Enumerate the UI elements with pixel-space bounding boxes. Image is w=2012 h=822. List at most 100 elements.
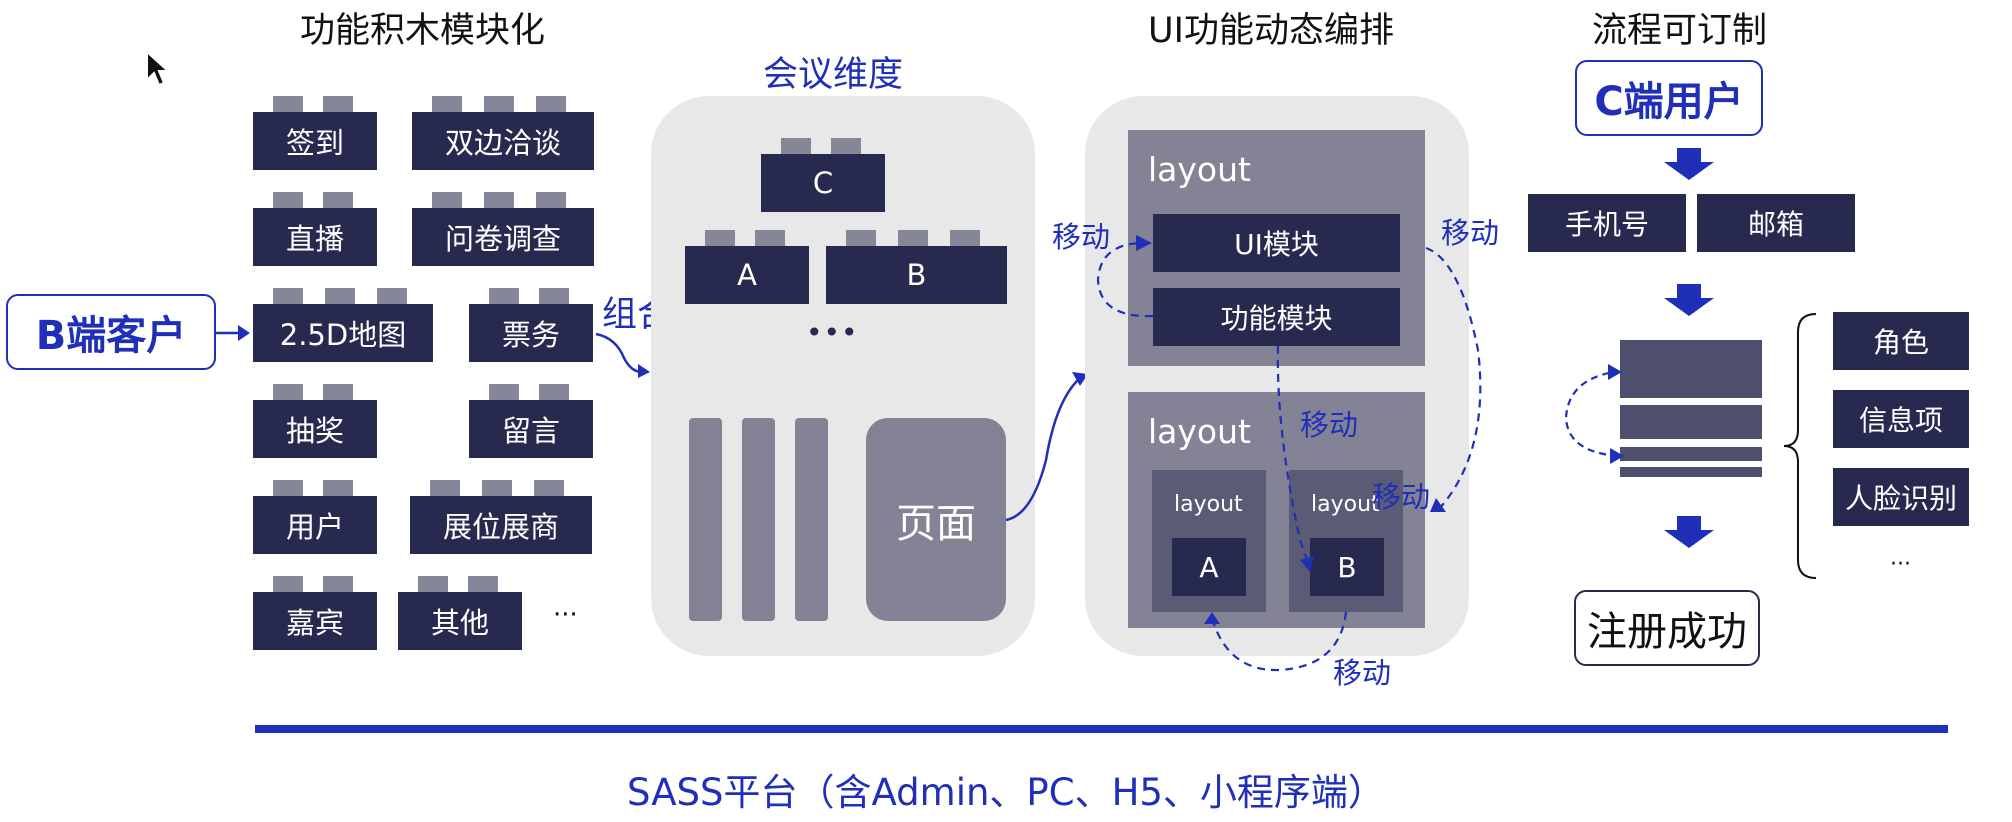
mouse-cursor-icon xyxy=(146,50,171,87)
heading-flow: 流程可订制 xyxy=(1592,11,1768,51)
module-block-live[interactable]: 直播 xyxy=(253,192,377,266)
ui-module-block[interactable]: UI模块 xyxy=(1153,214,1400,272)
heading-ui: UI功能动态编排 xyxy=(1148,11,1394,51)
func-module-label: 功能模块 xyxy=(1220,302,1333,335)
flow-arrow-1-icon xyxy=(1664,148,1714,180)
block-stud xyxy=(323,480,353,496)
success-box: 注册成功 xyxy=(1574,590,1760,666)
meeting-block-label: A xyxy=(737,258,757,292)
c-user-label: C端用户 xyxy=(1594,79,1744,125)
block-stud xyxy=(273,288,303,304)
block-stud xyxy=(482,480,512,496)
meeting-block-label: C xyxy=(812,166,834,200)
flow-arrow-3-icon xyxy=(1664,516,1714,548)
meeting-block-label: B xyxy=(906,258,927,292)
meeting-block-b[interactable]: B xyxy=(826,230,1007,304)
module-label: 其他 xyxy=(430,606,489,640)
page-column-3 xyxy=(795,418,828,621)
ui-block-b-label: B xyxy=(1337,550,1357,584)
block-stud xyxy=(539,384,569,400)
block-stud xyxy=(950,230,980,246)
module-block-signin[interactable]: 签到 xyxy=(253,96,377,170)
flow-items-more: ··· xyxy=(1890,552,1911,577)
flow-arrow-2-icon xyxy=(1664,284,1714,316)
block-stud xyxy=(273,192,303,208)
func-module-block[interactable]: 功能模块 xyxy=(1153,288,1400,346)
block-stud xyxy=(273,96,303,112)
meeting-block-a[interactable]: A xyxy=(685,230,809,304)
module-label: 嘉宾 xyxy=(285,606,344,640)
modules-more: ··· xyxy=(553,600,578,630)
ui-block-a[interactable]: A xyxy=(1172,538,1246,596)
face-recognition-block[interactable]: 人脸识别 xyxy=(1833,468,1969,526)
module-block-user[interactable]: 用户 xyxy=(253,480,377,554)
module-block-map[interactable]: 2.5D地图 xyxy=(253,288,433,362)
module-block-survey[interactable]: 问卷调查 xyxy=(412,192,594,266)
ui-block-a-label: A xyxy=(1199,550,1219,584)
platform-label: SASS平台（含Admin、PC、H5、小程序端） xyxy=(627,771,1385,814)
module-block-guest[interactable]: 嘉宾 xyxy=(253,576,377,650)
block-stud xyxy=(705,230,735,246)
block-stud xyxy=(273,480,303,496)
form-cycle-arrow-icon xyxy=(1564,364,1624,464)
block-stud xyxy=(323,384,353,400)
block-stud xyxy=(323,192,353,208)
block-stud xyxy=(430,480,460,496)
form-row-3 xyxy=(1620,447,1762,461)
module-label: 票务 xyxy=(501,318,560,352)
module-label: 双边洽谈 xyxy=(444,126,561,160)
success-label: 注册成功 xyxy=(1587,609,1747,655)
b-client-box: B端客户 xyxy=(6,294,216,370)
info-item-block[interactable]: 信息项 xyxy=(1833,390,1969,448)
block-stud xyxy=(781,138,811,154)
platform-bar xyxy=(255,725,1948,733)
block-stud xyxy=(539,288,569,304)
role-block[interactable]: 角色 xyxy=(1833,312,1969,370)
module-block-negotiation[interactable]: 双边洽谈 xyxy=(412,96,594,170)
meeting-block-c[interactable]: C xyxy=(761,138,885,212)
module-label: 问卷调查 xyxy=(444,222,561,256)
role-label: 角色 xyxy=(1872,326,1929,359)
inner-layout-b-label: layout xyxy=(1311,492,1380,517)
page-to-ui-arrow-icon xyxy=(1005,372,1088,522)
inner-layout-a-label: layout xyxy=(1174,492,1243,517)
phone-block[interactable]: 手机号 xyxy=(1528,194,1686,252)
move-label-5: 移动 xyxy=(1333,656,1392,690)
form-row-4 xyxy=(1620,467,1762,477)
layout-top-label: layout xyxy=(1148,150,1251,189)
move-label-2: 移动 xyxy=(1441,216,1500,250)
form-row-1 xyxy=(1620,340,1762,398)
brace-icon xyxy=(1783,313,1817,579)
page-label: 页面 xyxy=(896,500,976,547)
move-label-4: 移动 xyxy=(1372,480,1431,514)
module-block-exhibitor[interactable]: 展位展商 xyxy=(410,480,592,554)
move-label-3: 移动 xyxy=(1300,408,1359,442)
module-block-message[interactable]: 留言 xyxy=(469,384,593,458)
module-label: 签到 xyxy=(285,126,344,160)
block-stud xyxy=(325,288,355,304)
block-stud xyxy=(468,576,498,592)
block-stud xyxy=(484,192,514,208)
module-block-ticket[interactable]: 票务 xyxy=(469,288,593,362)
block-stud xyxy=(489,384,519,400)
block-stud xyxy=(323,576,353,592)
block-stud xyxy=(273,576,303,592)
page-column-2 xyxy=(742,418,775,621)
module-label: 用户 xyxy=(285,510,344,544)
module-label: 抽奖 xyxy=(285,414,344,448)
layout-bottom-label: layout xyxy=(1148,412,1251,451)
block-stud xyxy=(489,288,519,304)
phone-label: 手机号 xyxy=(1564,208,1649,241)
c-user-box: C端用户 xyxy=(1575,60,1763,136)
block-stud xyxy=(831,138,861,154)
email-block[interactable]: 邮箱 xyxy=(1697,194,1855,252)
b-client-arrow-icon xyxy=(214,325,250,341)
module-block-other[interactable]: 其他 xyxy=(398,576,522,650)
ui-block-b[interactable]: B xyxy=(1310,538,1384,596)
block-stud xyxy=(432,96,462,112)
module-block-lottery[interactable]: 抽奖 xyxy=(253,384,377,458)
block-stud xyxy=(432,192,462,208)
block-stud xyxy=(377,288,407,304)
block-stud xyxy=(534,480,564,496)
